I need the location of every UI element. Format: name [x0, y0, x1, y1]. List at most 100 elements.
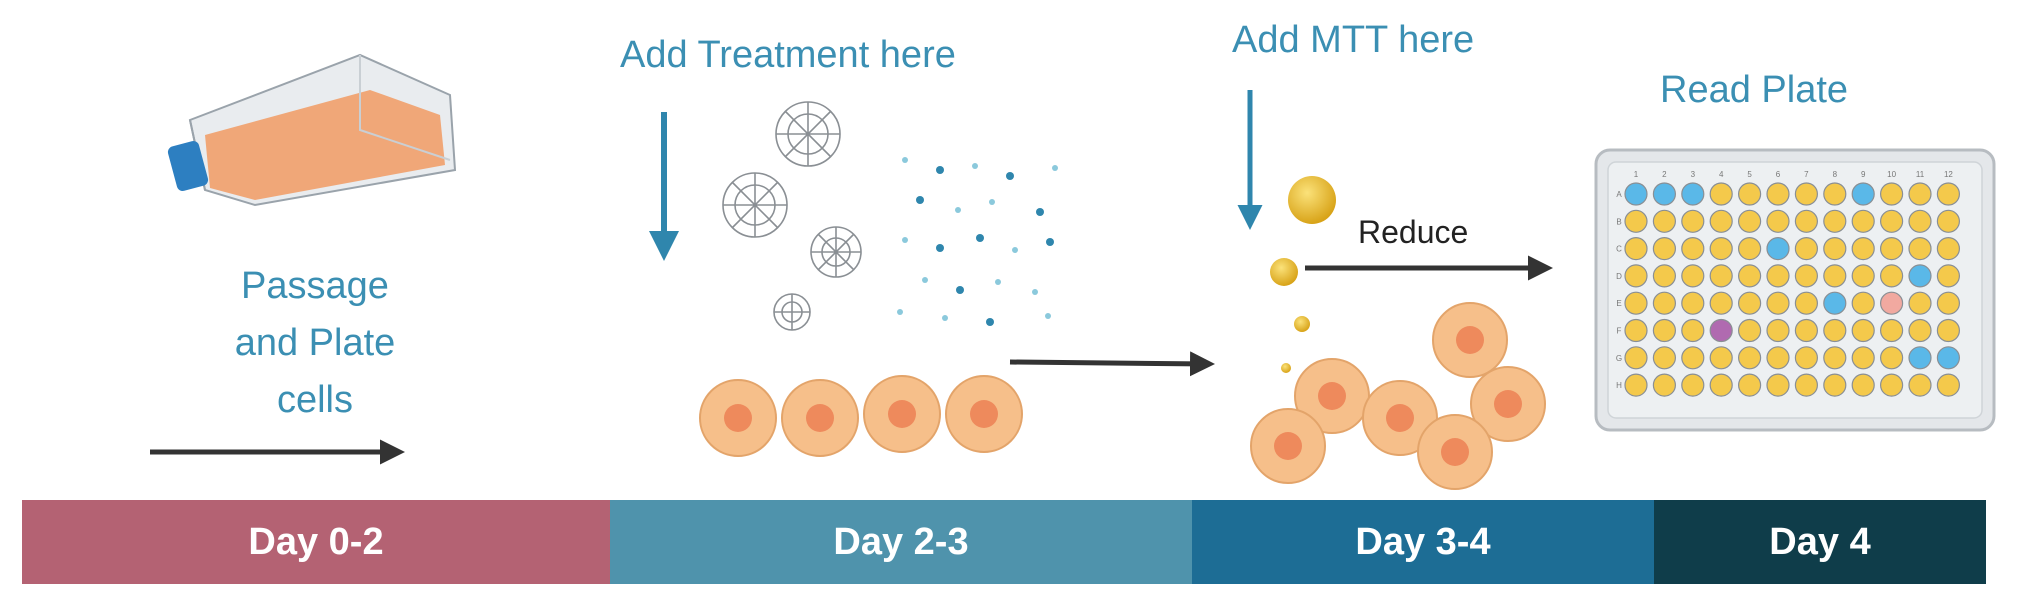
plate-col-label: 4	[1719, 170, 1724, 179]
passage-label: Passage and Plate cells	[195, 258, 435, 429]
plate-well	[1879, 291, 1904, 315]
plate-well	[1794, 318, 1819, 343]
plate-well	[1652, 209, 1677, 233]
plate-well	[1766, 291, 1790, 315]
plate-well	[1766, 182, 1790, 206]
plate-well	[1652, 318, 1677, 343]
timeline-day-0-2-label: Day 0-2	[248, 520, 384, 563]
plate-well	[1936, 209, 1961, 233]
passage-line-3: cells	[276, 379, 354, 421]
plate-wells	[1624, 182, 1961, 397]
timeline-day-0-2: Day 0-2	[22, 500, 610, 584]
plate-well	[1851, 237, 1875, 261]
plate-well	[1936, 373, 1961, 397]
plate-well	[1908, 209, 1932, 233]
plate-well	[1737, 182, 1762, 206]
plate-well	[1652, 346, 1677, 370]
plate-well	[1823, 318, 1847, 343]
plate-well	[1766, 264, 1790, 288]
plate-row-label: D	[1616, 272, 1622, 281]
plate-well	[1823, 182, 1847, 206]
plate-well	[1851, 209, 1875, 233]
plate-well	[1709, 373, 1733, 397]
plate-well	[1737, 291, 1762, 315]
plate-well	[1936, 318, 1961, 343]
plate-well	[1794, 346, 1819, 370]
plate-well	[1624, 182, 1648, 206]
plate-well	[1823, 209, 1847, 233]
plate-well	[1624, 346, 1648, 370]
plate-well	[1681, 182, 1705, 206]
plate-well	[1766, 237, 1790, 261]
plate-well	[1908, 373, 1932, 397]
plate-well	[1737, 209, 1762, 233]
plate-well	[1794, 209, 1819, 233]
plate-well	[1652, 264, 1677, 288]
plate-well	[1737, 264, 1762, 288]
plate-well	[1879, 264, 1904, 288]
plate-well	[1794, 291, 1819, 315]
plate-well	[1681, 237, 1705, 261]
plate-well	[1709, 291, 1733, 315]
timeline-day-3-4: Day 3-4	[1192, 500, 1654, 584]
plate-well	[1823, 264, 1847, 288]
plate-well	[1681, 373, 1705, 397]
treatment-particles-icon	[897, 157, 1058, 326]
plate-well	[1936, 182, 1961, 206]
plate-well	[1936, 346, 1961, 370]
reduce-label: Reduce	[1358, 214, 1469, 250]
timeline-day-4: Day 4	[1654, 500, 1986, 584]
add-mtt-label: Add MTT here	[1232, 19, 1475, 61]
plate-well	[1681, 264, 1705, 288]
plate-well	[1709, 182, 1733, 206]
plate-well	[1709, 264, 1733, 288]
add-treatment-label: Add Treatment here	[620, 34, 956, 76]
plate-col-label: 11	[1916, 170, 1925, 179]
plate-well	[1823, 291, 1847, 315]
plate-well	[1879, 209, 1904, 233]
timeline-day-2-3: Day 2-3	[610, 500, 1192, 584]
plate-well	[1652, 373, 1677, 397]
timeline-day-3-4-label: Day 3-4	[1355, 520, 1491, 563]
plate-well	[1879, 182, 1904, 206]
plate-well	[1624, 373, 1648, 397]
timeline-bar: Day 0-2 Day 2-3 Day 3-4 Day 4	[22, 500, 1986, 584]
plate-col-label: 6	[1776, 170, 1781, 179]
plate-row-label: H	[1616, 381, 1622, 390]
treatment-molecules-icon	[722, 101, 862, 331]
plate-well	[1766, 318, 1790, 343]
plate-well	[1908, 346, 1932, 370]
plate-well	[1851, 373, 1875, 397]
plate-well	[1652, 237, 1677, 261]
plate-row-label: E	[1616, 299, 1621, 308]
arrow-to-mtt	[1009, 351, 1215, 377]
plate-well	[1737, 237, 1762, 261]
plate-well	[1908, 291, 1932, 315]
passage-line-2: and Plate	[234, 322, 396, 364]
culture-flask-icon	[167, 53, 457, 207]
plate-well	[1936, 264, 1961, 288]
plate-well	[1936, 291, 1961, 315]
plate-col-label: 8	[1833, 170, 1838, 179]
plate-well	[1851, 318, 1875, 343]
plate-well	[1823, 373, 1847, 397]
plate-well	[1709, 237, 1733, 261]
plate-well	[1908, 182, 1932, 206]
plate-well	[1624, 318, 1648, 343]
plate-col-label: 10	[1887, 170, 1896, 179]
plate-well	[1766, 209, 1790, 233]
plate-well	[1766, 373, 1790, 397]
plate-well	[1879, 318, 1904, 343]
plate-well	[1879, 237, 1904, 261]
plate-well	[1794, 264, 1819, 288]
plate-col-label: 5	[1747, 170, 1752, 179]
plate-well	[1766, 346, 1790, 370]
plate-well	[1681, 346, 1705, 370]
plate-well	[1709, 318, 1733, 343]
plate-well	[1823, 346, 1847, 370]
plate-col-label: 3	[1691, 170, 1696, 179]
plate-well	[1794, 182, 1819, 206]
cells-day3-4-icon	[1250, 302, 1546, 490]
